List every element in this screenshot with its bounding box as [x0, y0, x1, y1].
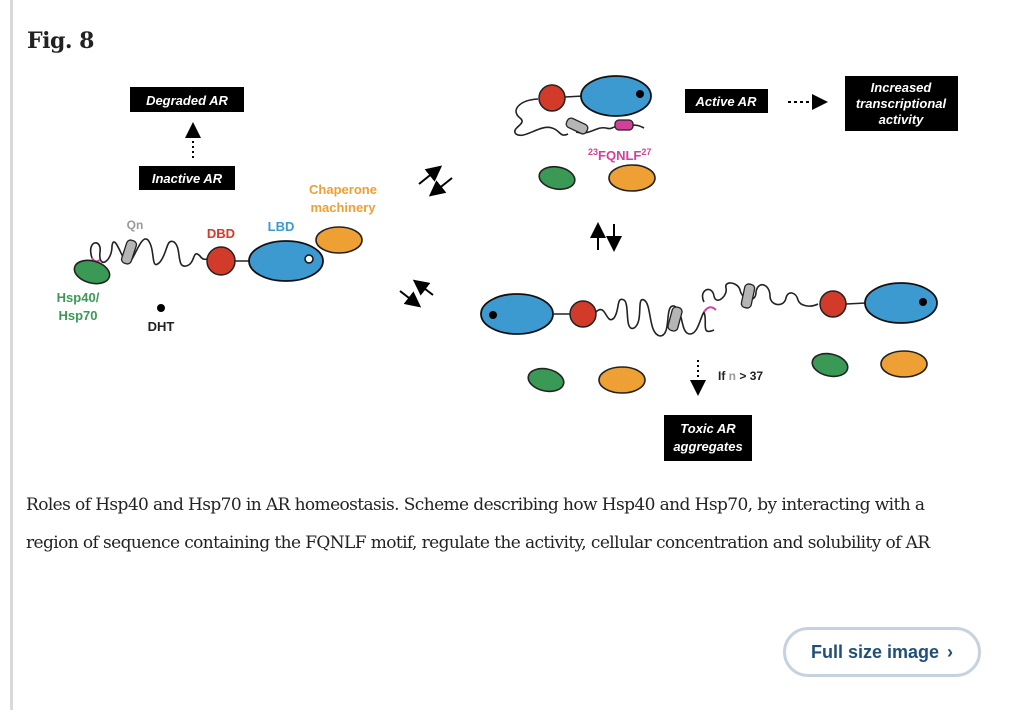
fqnlf-motif-label: 23FQNLF27 [588, 147, 651, 163]
degraded-ar-box: Degraded AR [130, 87, 244, 112]
bound-dht [636, 90, 644, 98]
increased-label-1: Increased [871, 80, 933, 95]
increased-transcription-box: Increased transcriptional activity [845, 76, 958, 131]
hsp-shape [538, 165, 576, 191]
toxic-aggregates-box: Toxic AR aggregates [664, 415, 752, 461]
chaperone-shape [880, 350, 928, 378]
qn-helix-left [667, 306, 683, 332]
dht-label: DHT [148, 319, 175, 334]
hsp-label-2: Hsp70 [58, 308, 97, 323]
dbd-domain [538, 84, 566, 112]
figure-caption: Roles of Hsp40 and Hsp70 in AR homeostas… [26, 495, 930, 553]
chaperone-shape [608, 164, 656, 192]
active-ar-label: Active AR [695, 94, 758, 109]
dbd-label: DBD [207, 226, 235, 241]
increased-label-2: transcriptional [856, 96, 947, 111]
lbd-label: LBD [268, 219, 295, 234]
degraded-ar-label: Degraded AR [146, 93, 228, 108]
hsp-label-1: Hsp40/ [57, 290, 100, 305]
full-size-image-button[interactable]: Full size image › [783, 627, 981, 677]
dbd-domain [206, 246, 236, 276]
lbd-domain [248, 240, 324, 282]
active-ar-box: Active AR [685, 89, 768, 113]
chaperone-shape [315, 226, 363, 254]
lbd-domain-right [864, 282, 938, 324]
left-border-rule [10, 0, 13, 710]
active-ar-molecule [513, 75, 652, 137]
inactive-ar-molecule: Qn DBD LBD [73, 218, 363, 285]
qn-helix [565, 117, 589, 135]
qn-helix [120, 239, 138, 265]
ar-dimer [480, 282, 938, 337]
figure-diagram: Degraded AR Inactive AR Chaperone machin… [57, 75, 958, 461]
equilibrium-arrows-upper [418, 165, 453, 197]
figure-title: Fig. 8 [27, 28, 95, 54]
equilibrium-arrows-vertical [590, 222, 622, 252]
inactive-ar-label: Inactive AR [152, 171, 223, 186]
ar-homeostasis-scheme: Degraded AR Inactive AR Chaperone machin… [57, 75, 958, 461]
increased-label-3: activity [879, 112, 925, 127]
fqnlf-helix [614, 119, 634, 131]
chaperone-shape [598, 366, 646, 394]
chaperone-label-1: Chaperone [309, 182, 377, 197]
condition-label: If n > 37 [718, 369, 763, 383]
chaperone-label-2: machinery [310, 200, 376, 215]
dht-ligand [157, 304, 165, 312]
toxic-label-1: Toxic AR [680, 421, 736, 436]
equilibrium-arrows-lower [399, 279, 434, 308]
hsp-shape [73, 259, 111, 285]
qn-label: Qn [127, 218, 144, 232]
chevron-right-icon: › [947, 641, 954, 662]
inactive-ar-box: Inactive AR [139, 166, 235, 190]
lbd-domain [580, 75, 652, 117]
full-size-image-label: Full size image [810, 641, 940, 662]
hsp-shape [811, 352, 849, 378]
toxic-label-2: aggregates [673, 439, 742, 454]
empty-ligand-pocket [304, 254, 314, 264]
dbd-domain-left [569, 300, 597, 328]
qn-helix-right [740, 283, 756, 309]
hsp-shape [527, 367, 565, 393]
dbd-domain-right [819, 290, 847, 318]
